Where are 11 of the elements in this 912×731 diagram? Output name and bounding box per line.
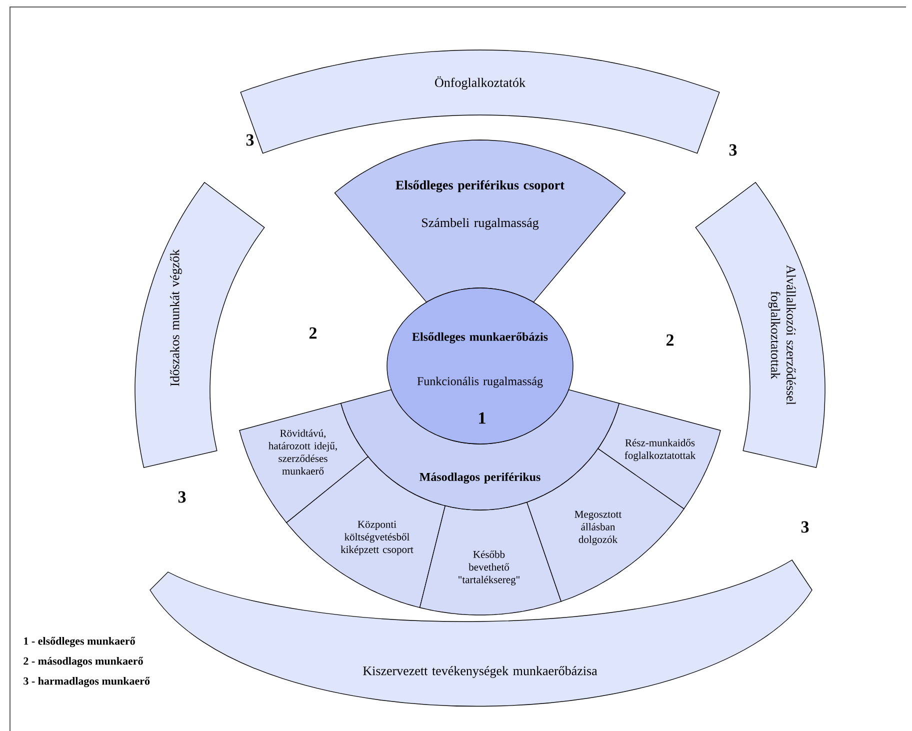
- key-text: 1 - elsődleges munkaerő: [24, 636, 135, 648]
- number-label: 1: [479, 412, 486, 424]
- number-label: 2: [309, 327, 317, 339]
- number-label: 3: [729, 144, 737, 156]
- wedge-sector: Elsődleges periférikus csoport Számbeli rugalmasság: [334, 140, 626, 303]
- number-label: 3: [801, 521, 809, 533]
- ring-sector: Később bevethető "tartaléksereg": [419, 502, 562, 616]
- ring-sector: Rész-munkaidős foglalkoztatottak: [598, 402, 721, 510]
- number-label: 3: [246, 134, 254, 146]
- number-label: 2: [666, 334, 674, 346]
- number-label: 3: [178, 491, 186, 503]
